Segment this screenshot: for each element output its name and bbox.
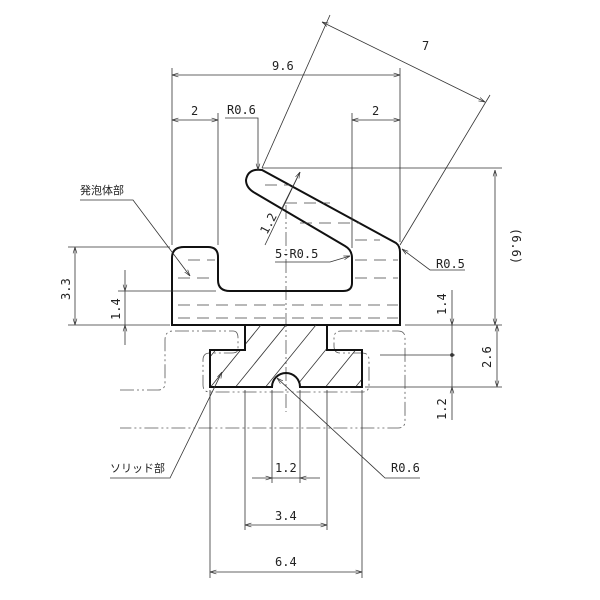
dimension-lines (75, 22, 497, 572)
dim-overall-width: 9.6 (272, 59, 294, 73)
dim-left-wall: 2 (191, 104, 198, 118)
dim-lip-thickness: 1.2 (257, 211, 280, 237)
dim-overall-height: (6.6) (509, 228, 523, 264)
dim-base-thickness-right: 1.4 (435, 293, 449, 315)
dim-flange-thickness: 1.2 (435, 398, 449, 420)
extension-lines (68, 14, 502, 578)
dim-corner-radius: R0.5 (436, 257, 465, 271)
dim-flange-width: 6.4 (275, 555, 297, 569)
dim-notch-width: 1.2 (275, 461, 297, 475)
dim-inner-radii: 5-R0.5 (275, 247, 318, 261)
dim-base-thickness-left: 1.4 (109, 298, 123, 320)
leader-lines (80, 117, 465, 479)
dim-right-wall: 2 (372, 104, 379, 118)
dim-tip-radius: R0.6 (227, 103, 256, 117)
dim-stem-width: 3.4 (275, 509, 297, 523)
mating-rail-outline (120, 330, 406, 429)
dim-notch-radius: R0.6 (391, 461, 420, 475)
solid-part (209, 325, 363, 388)
solid-part-label: ソリッド部 (110, 461, 165, 475)
dim-left-height: 3.3 (59, 278, 73, 300)
dim-lip-length: 7 (422, 39, 429, 53)
dim-solid-height: 2.6 (480, 346, 494, 368)
foam-part-label: 発泡体部 (80, 183, 124, 197)
